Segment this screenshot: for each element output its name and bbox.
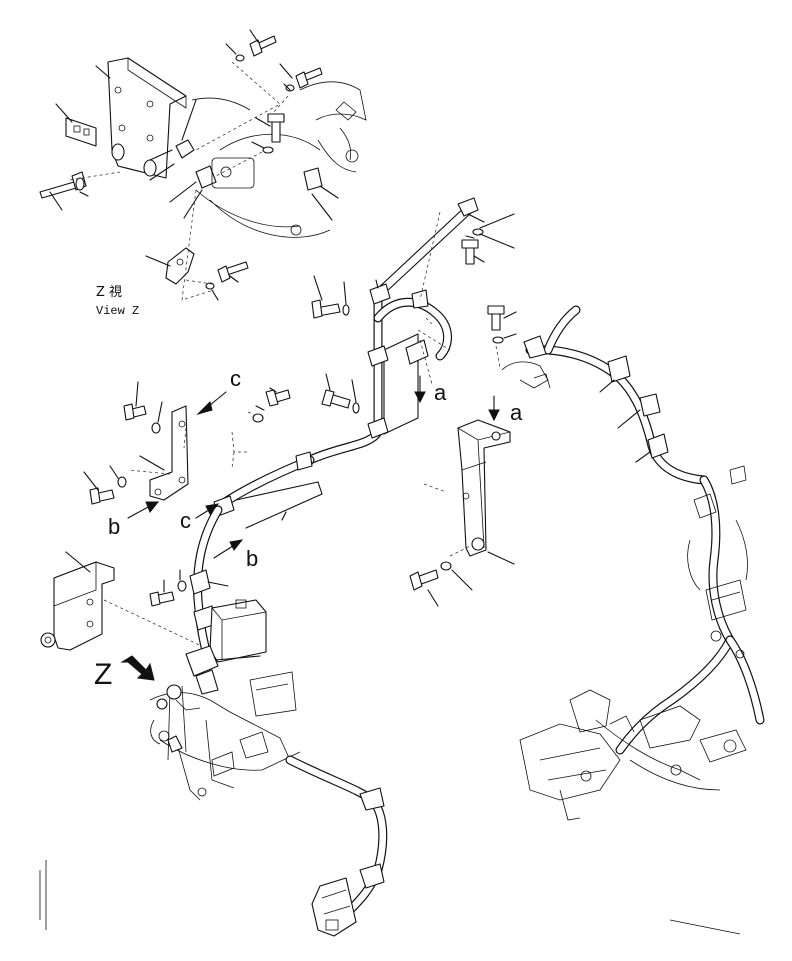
view-label-cjk: Z 視 [96, 285, 122, 300]
bolt [249, 35, 277, 57]
washer [285, 84, 295, 92]
washer [342, 304, 350, 316]
washer [440, 561, 452, 571]
fastener-group-mid [252, 387, 291, 423]
bolt [149, 591, 175, 607]
support-plate [53, 561, 115, 651]
control-box [209, 599, 267, 663]
right-bracket-assembly [409, 305, 765, 935]
angle-bracket [149, 405, 189, 501]
callout-a-left: a [434, 380, 447, 405]
bolt [461, 239, 479, 265]
washer [492, 336, 504, 344]
bolt [265, 389, 291, 407]
view-z-detail: Z 視 View Z [39, 29, 367, 318]
callout-a-right: a [510, 400, 523, 425]
bolt [267, 113, 285, 143]
washer [252, 413, 264, 423]
bolt [295, 67, 323, 89]
washer [177, 580, 187, 592]
washer [205, 282, 215, 290]
bolt [123, 403, 147, 421]
bolt [89, 487, 115, 505]
washer [75, 177, 85, 191]
washer [352, 402, 360, 414]
left-bracket-assembly [40, 381, 211, 651]
label-plate [65, 117, 97, 147]
center-harness-assembly [213, 197, 515, 529]
washer [117, 476, 127, 488]
view-z-marker: Z [94, 658, 112, 691]
callout-b-upper: b [108, 514, 120, 539]
callout-c-upper: c [230, 366, 241, 391]
small-bracket [165, 247, 195, 285]
bolt [321, 389, 351, 409]
view-label-en: View Z [96, 304, 139, 318]
washer [151, 422, 161, 434]
long-bracket [457, 419, 511, 557]
washer [472, 228, 484, 236]
washer [262, 146, 274, 154]
bolt [311, 299, 341, 319]
bolt [487, 305, 505, 331]
callout-markers: c b c b a a Z [94, 366, 523, 691]
lower-left-harness [39, 505, 388, 937]
end-connector [311, 877, 357, 937]
z-view-arrow [120, 655, 155, 681]
callout-b-lower: b [246, 546, 258, 571]
washer [235, 54, 245, 62]
callout-c-lower: c [180, 508, 191, 533]
bolt [217, 261, 249, 283]
bolt [409, 569, 439, 591]
